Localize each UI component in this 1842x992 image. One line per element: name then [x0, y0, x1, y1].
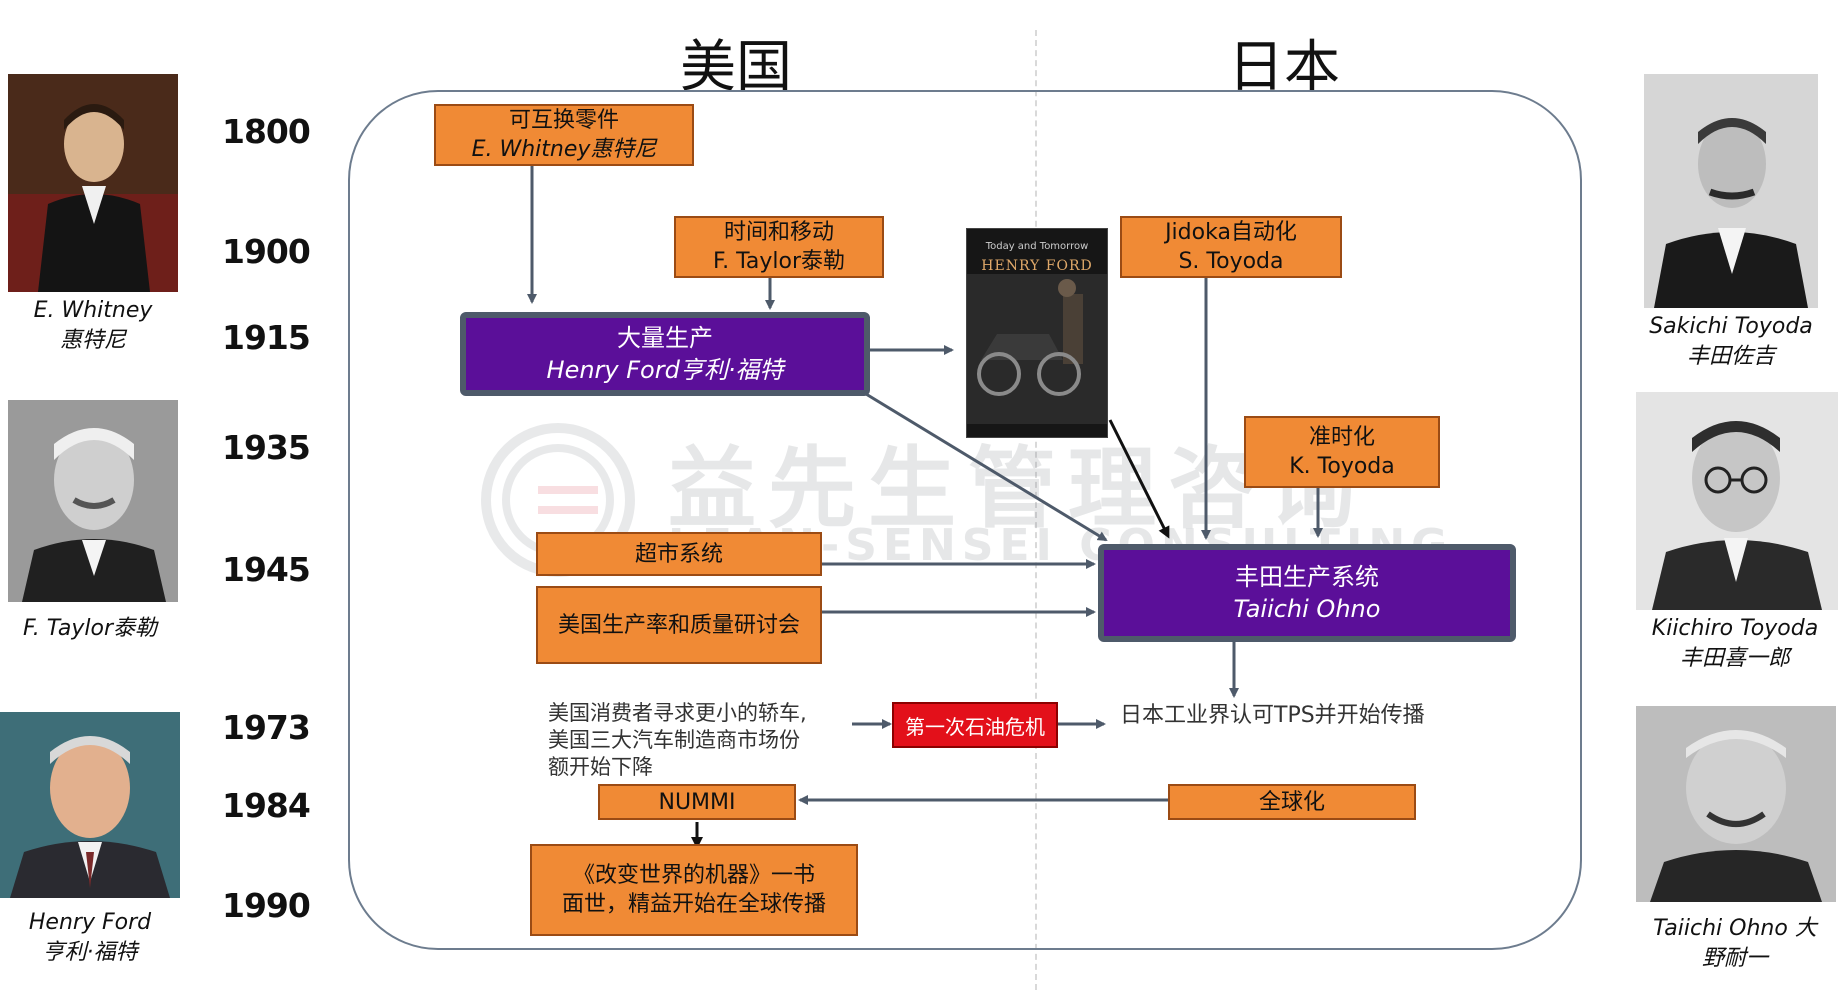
year-1800: 1800 — [222, 112, 311, 151]
caption-kiichiro-name: Kiichiro Toyoda — [1651, 616, 1819, 641]
book-cover-car-icon — [967, 274, 1107, 424]
caption-whitney-name: E. Whitney — [33, 298, 153, 323]
note-us-consumers: 美国消费者寻求更小的轿车, 美国三大汽车制造商市场份 额开始下降 — [548, 700, 848, 781]
box-time-motion-line2: F. Taylor泰勒 — [712, 249, 846, 274]
portrait-taylor — [8, 400, 178, 602]
box-jidoka-line2: S. Toyoda — [1178, 249, 1284, 274]
year-1990: 1990 — [222, 886, 311, 925]
caption-taylor: F. Taylor泰勒 — [22, 616, 158, 641]
caption-kiichiro-cn: 丰田喜一郎 — [1679, 646, 1790, 671]
caption-whitney: E. Whitney 惠特尼 — [8, 296, 178, 356]
box-interchangeable-line2: E. Whitney惠特尼 — [471, 137, 657, 162]
caption-ford-cn: 亨利·福特 — [42, 940, 138, 965]
caption-ohno-name: Taiichi Ohno 大 — [1653, 916, 1817, 941]
watermark-text-cn: 益先生管理咨询 — [668, 437, 1369, 540]
box-supermarket: 超市系统 — [536, 532, 822, 576]
caption-ford: Henry Ford 亨利·福特 — [0, 908, 180, 968]
note-us-consumers-line2: 美国三大汽车制造商市场份 — [548, 728, 800, 752]
year-1984: 1984 — [222, 786, 311, 825]
caption-sakichi-cn: 丰田佐吉 — [1686, 344, 1775, 369]
box-globalization: 全球化 — [1168, 784, 1416, 820]
year-1973: 1973 — [222, 708, 311, 747]
box-mass-production: 大量生产 Henry Ford亨利·福特 — [460, 312, 870, 396]
box-globalization-line1: 全球化 — [1258, 789, 1325, 815]
caption-ohno-cn: 野耐一 — [1701, 946, 1768, 971]
box-interchangeable-line1: 可互换零件 — [508, 108, 619, 133]
portrait-ohno — [1636, 706, 1836, 902]
box-tps-line1: 丰田生产系统 — [1235, 563, 1379, 591]
box-jit-line2: K. Toyoda — [1289, 454, 1395, 479]
box-mass-production-line1: 大量生产 — [617, 324, 713, 352]
caption-kiichiro: Kiichiro Toyoda 丰田喜一郎 — [1628, 614, 1842, 674]
arrow-mass-to-tps — [865, 392, 1108, 542]
box-productivity-line1: 美国生产率和质量研讨会 — [557, 612, 800, 638]
box-interchangeable-parts: 可互换零件 E. Whitney惠特尼 — [434, 104, 694, 166]
box-tps-line2: Taiichi Ohno — [1233, 595, 1381, 623]
box-productivity-seminar: 美国生产率和质量研讨会 — [536, 586, 822, 664]
portrait-kiichiro — [1636, 392, 1838, 610]
year-1900: 1900 — [222, 232, 311, 271]
year-1945: 1945 — [222, 550, 311, 589]
book-cover-henry-ford: Today and Tomorrow HENRY FORD — [966, 228, 1108, 438]
arrow-book-to-tps — [1108, 419, 1170, 539]
caption-sakichi-name: Sakichi Toyoda — [1649, 314, 1813, 339]
note-us-consumers-line3: 额开始下降 — [548, 755, 653, 779]
year-1915: 1915 — [222, 318, 311, 357]
heading-japan: 日本 — [1228, 35, 1340, 100]
box-jit-line1: 准时化 — [1308, 425, 1375, 450]
column-divider — [1035, 30, 1037, 990]
box-book-machine: 《改变世界的机器》一书 面世，精益开始在全球传播 — [530, 844, 858, 936]
note-us-consumers-line1: 美国消费者寻求更小的轿车, — [548, 701, 807, 725]
box-supermarket-line1: 超市系统 — [634, 541, 723, 567]
box-jit: 准时化 K. Toyoda — [1244, 416, 1440, 488]
heading-usa: 美国 — [680, 35, 792, 100]
portrait-ford — [0, 712, 180, 898]
caption-whitney-cn: 惠特尼 — [59, 328, 126, 353]
timeline-frame — [348, 90, 1582, 950]
box-book-machine-line2: 面世，精益开始在全球传播 — [561, 892, 826, 917]
caption-ohno: Taiichi Ohno 大 野耐一 — [1628, 914, 1842, 974]
box-time-motion: 时间和移动 F. Taylor泰勒 — [674, 216, 884, 278]
book-cover-title: HENRY FORD — [981, 258, 1093, 274]
box-mass-production-line2: Henry Ford亨利·福特 — [546, 356, 784, 384]
box-tps: 丰田生产系统 Taiichi Ohno — [1098, 544, 1516, 642]
book-cover-subtitle: Today and Tomorrow — [985, 241, 1089, 252]
portrait-whitney — [8, 74, 178, 292]
caption-ford-name: Henry Ford — [28, 910, 152, 935]
box-jidoka: Jidoka自动化 S. Toyoda — [1120, 216, 1342, 278]
box-oil-crisis: 第一次石油危机 — [892, 702, 1058, 748]
portrait-sakichi — [1644, 74, 1818, 308]
note-japan-tps: 日本工业界认可TPS并开始传播 — [1120, 703, 1425, 728]
box-nummi-line1: NUMMI — [658, 789, 736, 815]
box-jidoka-line1: Jidoka自动化 — [1165, 220, 1297, 245]
year-1935: 1935 — [222, 428, 311, 467]
box-time-motion-line1: 时间和移动 — [723, 220, 834, 245]
caption-sakichi: Sakichi Toyoda 丰田佐吉 — [1624, 312, 1838, 372]
box-book-machine-line1: 《改变世界的机器》一书 — [572, 863, 815, 888]
box-nummi: NUMMI — [598, 784, 796, 820]
